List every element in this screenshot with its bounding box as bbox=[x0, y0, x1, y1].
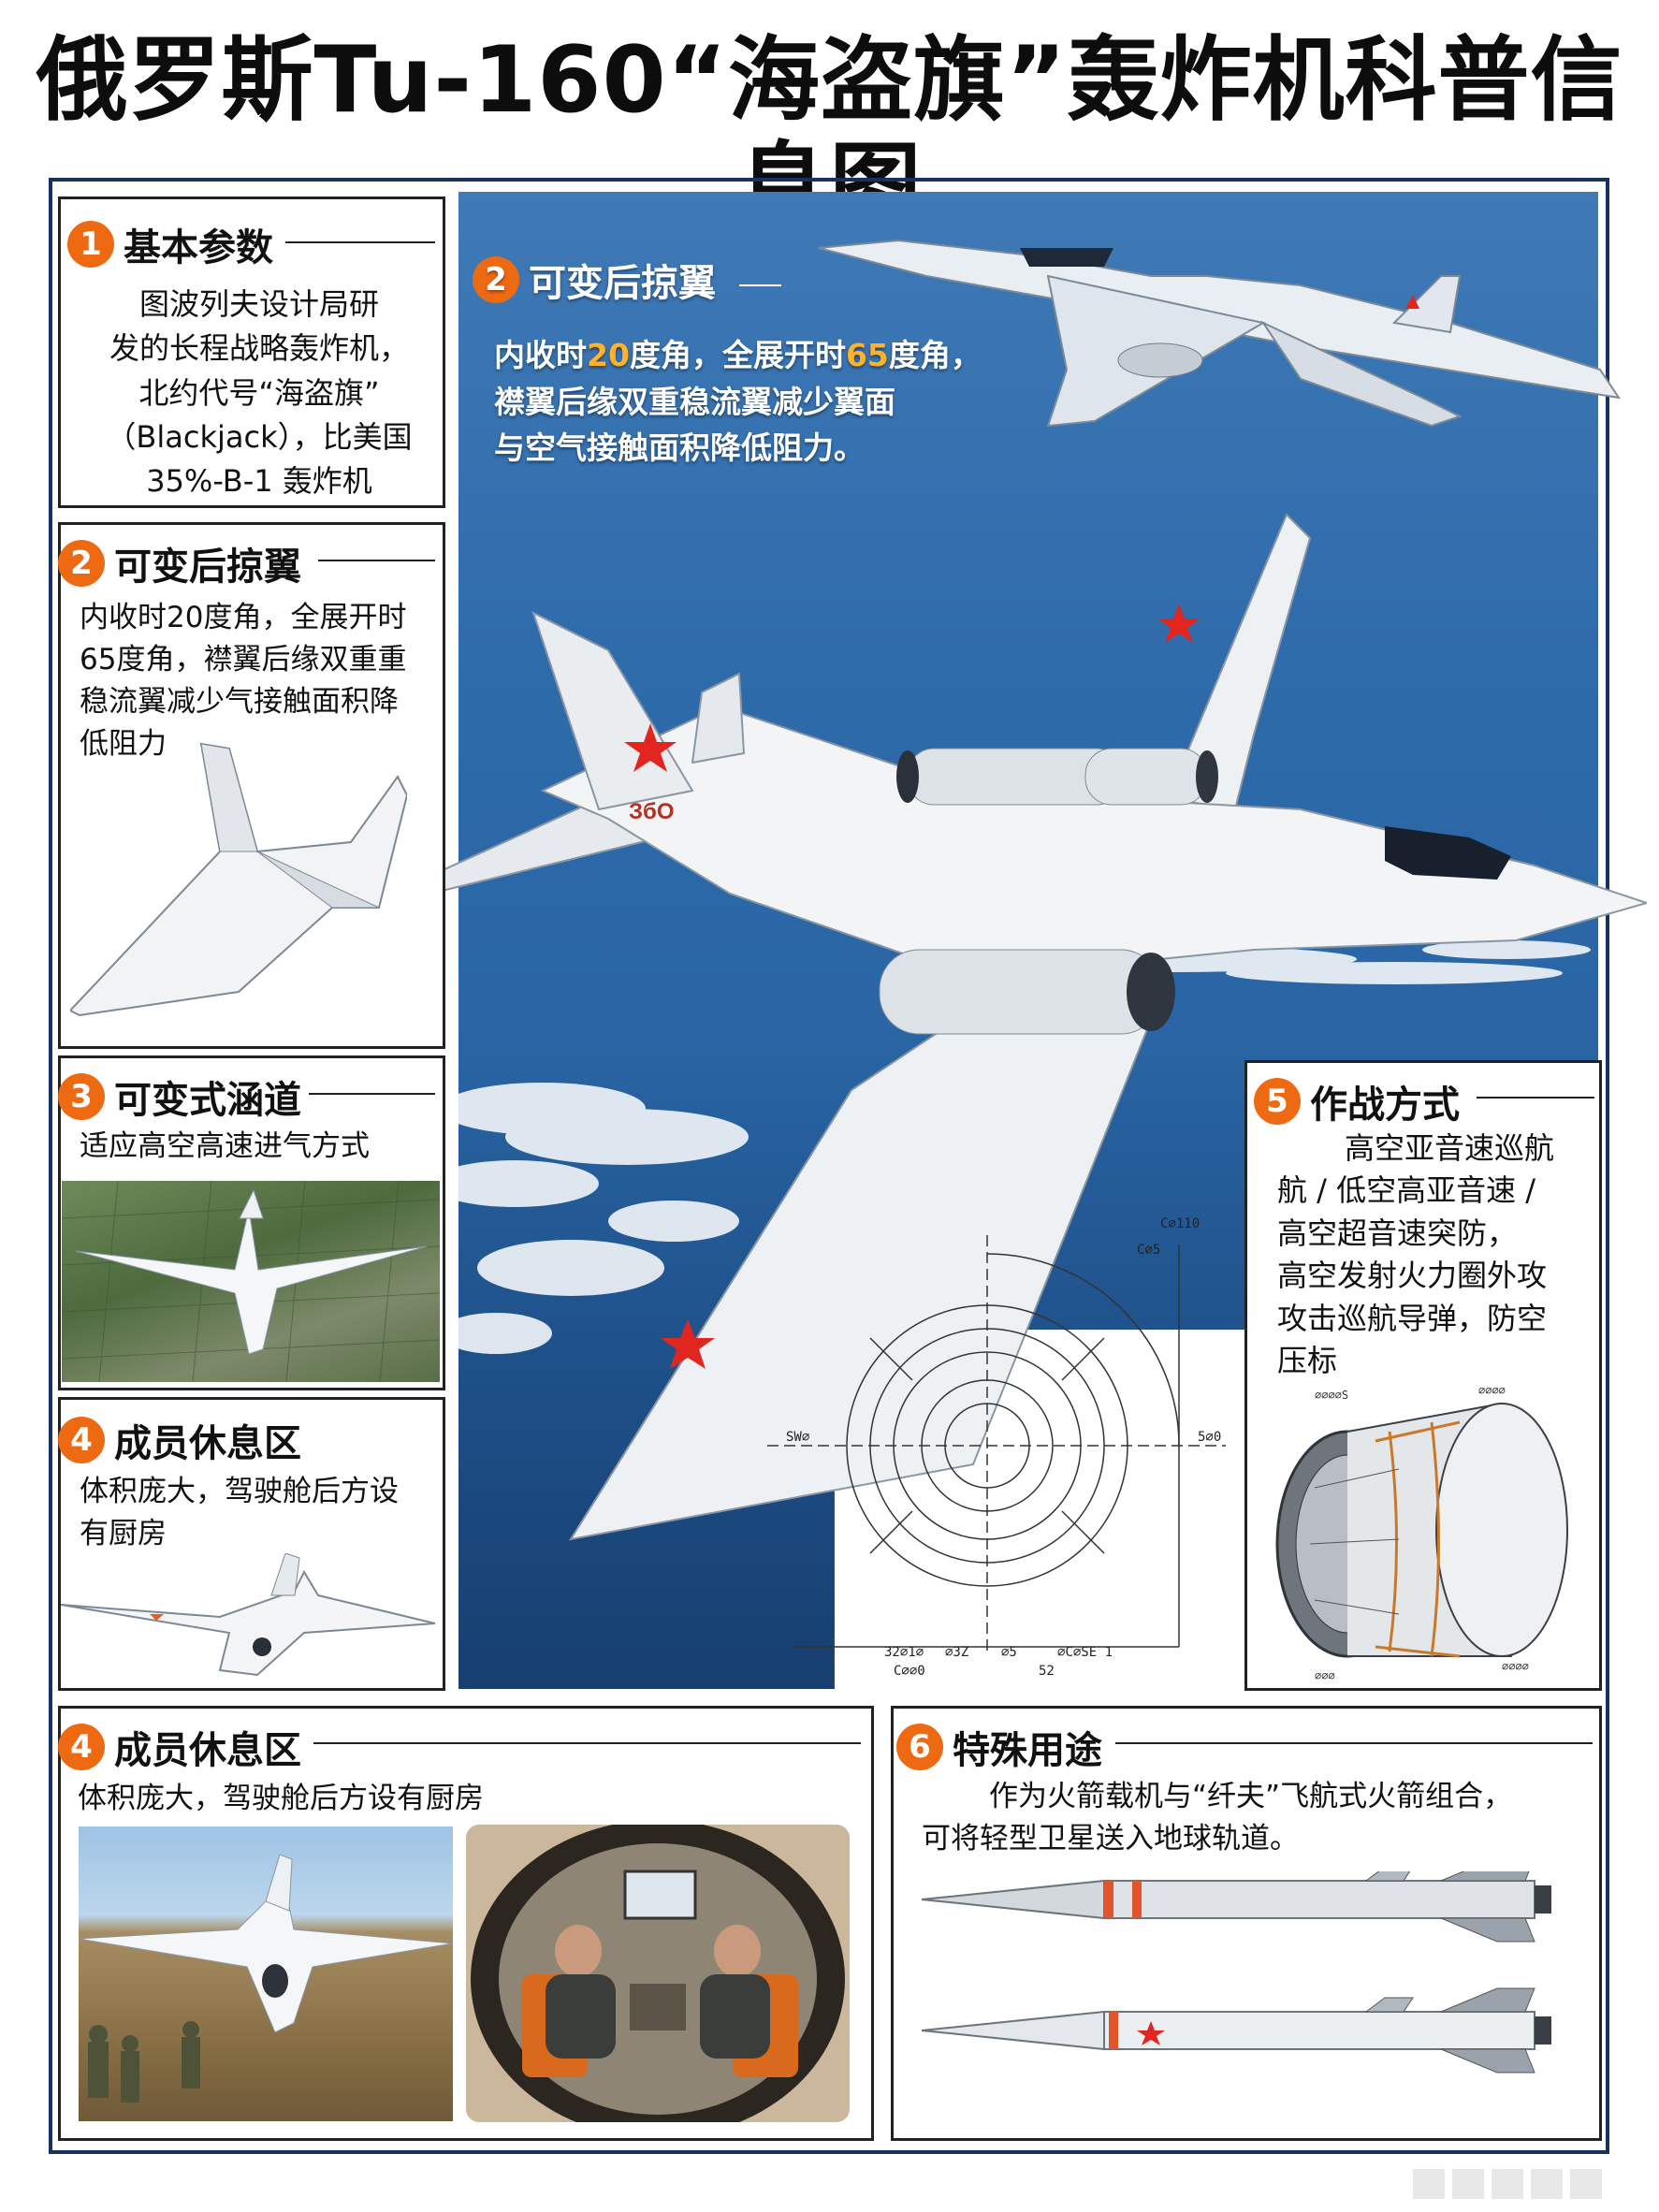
sky-wing-rule bbox=[739, 284, 781, 286]
sky-wing-line2: 襟翼后缘双重稳流翼减少翼面 bbox=[494, 383, 895, 420]
iso-label-4: ∅∅∅ bbox=[1315, 1669, 1335, 1682]
wing-text: 内收时20度角，全展开时 65度角，襟翼后缘双重重 稳流翼减少气接触面积降 低阻… bbox=[80, 597, 440, 765]
wing-line: 65度角，襟翼后缘双重重 bbox=[80, 642, 407, 677]
crew-small-aircraft bbox=[61, 1553, 436, 1677]
bp-label-bottom4: ∅C∅SE 1 bbox=[1057, 1645, 1113, 1660]
combat-line: 高空超音速突防， bbox=[1277, 1215, 1518, 1251]
special-heading: 特殊用途 bbox=[953, 1729, 1102, 1772]
panel-basic bbox=[58, 196, 445, 508]
basic-line: 北约代号“海盗旗” bbox=[138, 374, 380, 411]
crew-small-line: 体积庞大，驾驶舱后方设 bbox=[80, 1475, 399, 1508]
wing-line: 内收时20度角，全展开时 bbox=[80, 601, 407, 634]
aircraft-main: ЗбО bbox=[412, 513, 1647, 1541]
combat-line: 航 / 低空高亚音速 / bbox=[1277, 1172, 1536, 1209]
sky-wing-text: 内收时20度角，全展开时65度角， 襟翼后缘双重稳流翼减少翼面 与空气接触面积降… bbox=[494, 332, 982, 472]
bp-label-bottom3: ∅5 bbox=[1001, 1645, 1017, 1660]
duct-badge: 3 bbox=[58, 1073, 105, 1120]
engine-iso-drawing: ∅∅∅∅S ∅∅∅∅ ∅∅∅∅ ∅∅∅ bbox=[1275, 1385, 1568, 1682]
crew-small-badge: 4 bbox=[58, 1417, 105, 1463]
crew-photo-cabin bbox=[466, 1825, 850, 2122]
crew-big-badge: 4 bbox=[58, 1724, 105, 1770]
bp-label-bottom1: 32∅1∅ bbox=[884, 1645, 924, 1660]
sky-wing-badge: 2 bbox=[473, 256, 519, 303]
special-badge: 6 bbox=[896, 1724, 943, 1770]
watermark bbox=[1413, 2169, 1609, 2199]
basic-text: 图波列夫设计局研 发的长程战略轰炸机， 北约代号“海盗旗” （Blackjack… bbox=[86, 283, 432, 504]
duct-photo bbox=[62, 1181, 440, 1382]
sky-wing-line3: 与空气接触面积降低阻力。 bbox=[494, 429, 865, 466]
bp-label-left: SW∅ bbox=[786, 1430, 810, 1445]
bp-label-bottom6: 52 bbox=[1039, 1664, 1055, 1679]
iso-label-3: ∅∅∅∅ bbox=[1502, 1660, 1529, 1673]
wing-line: 低阻力 bbox=[80, 726, 167, 761]
iso-label-2: ∅∅∅∅ bbox=[1478, 1385, 1506, 1397]
tail-code: ЗбО bbox=[629, 799, 675, 824]
rockets-illustration bbox=[921, 1871, 1551, 2074]
basic-line: 发的长程战略轰炸机， bbox=[109, 330, 409, 367]
main-frame bbox=[49, 178, 1609, 2154]
basic-heading: 基本参数 bbox=[124, 226, 273, 269]
special-rule bbox=[1115, 1742, 1593, 1744]
crew-big-text: 体积庞大，驾驶舱后方设有厨房 bbox=[78, 1782, 484, 1815]
basic-badge: 1 bbox=[67, 221, 114, 268]
bp-label-top2: C∅5 bbox=[1137, 1243, 1160, 1258]
sky-wing-heading: 可变后掠翼 bbox=[529, 262, 716, 305]
wing-heading: 可变后掠翼 bbox=[114, 546, 301, 589]
aircraft-small-top bbox=[818, 239, 1622, 428]
bp-label-bottom5: C∅∅0 bbox=[894, 1664, 925, 1679]
combat-line: 压标 bbox=[1277, 1343, 1338, 1379]
special-line: 可将轻型卫星送入地球轨道。 bbox=[922, 1821, 1299, 1855]
crew-small-text: 体积庞大，驾驶舱后方设 有厨房 bbox=[80, 1471, 399, 1555]
crew-big-rule bbox=[313, 1742, 861, 1744]
combat-line: 高空亚音速巡航 bbox=[1345, 1130, 1555, 1166]
duct-rule bbox=[309, 1093, 435, 1095]
crew-small-line: 有厨房 bbox=[80, 1516, 167, 1550]
wing-line: 稳流翼减少气接触面积降 bbox=[80, 684, 399, 719]
blueprint-drawing: C∅110 C∅5 SW∅ 5∅0 32∅1∅ ∅3Z ∅5 ∅C∅SE 1 C… bbox=[767, 1216, 1226, 1679]
special-line: 作为火箭载机与“纤夫”飞航式火箭组合， bbox=[989, 1780, 1513, 1813]
basic-line: （Blackjack），比美国 bbox=[106, 419, 413, 456]
special-text: 作为火箭载机与“纤夫”飞航式火箭组合， 可将轻型卫星送入地球轨道。 bbox=[922, 1776, 1512, 1860]
rocket-top bbox=[921, 1871, 1551, 1943]
duct-text: 适应高空高速进气方式 bbox=[80, 1129, 370, 1163]
wing-rule bbox=[318, 560, 435, 561]
combat-line: 攻击巡航导弹，防空 bbox=[1277, 1300, 1548, 1336]
basic-rule bbox=[285, 241, 435, 243]
crew-photo-ground bbox=[79, 1826, 453, 2121]
sky-wing-line1: 内收时20度角，全展开时65度角， bbox=[494, 337, 982, 373]
bp-label-right: 5∅0 bbox=[1198, 1430, 1221, 1445]
basic-line: 图波列夫设计局研 bbox=[138, 286, 379, 322]
combat-heading: 作战方式 bbox=[1310, 1084, 1460, 1127]
bp-label-bottom2: ∅3Z bbox=[945, 1645, 968, 1660]
combat-text: 高空亚音速巡航 航 / 低空高亚音速 / 高空超音速突防， 高空发射火力圈外攻 … bbox=[1277, 1128, 1595, 1383]
combat-rule bbox=[1477, 1097, 1594, 1099]
combat-badge: 5 bbox=[1254, 1078, 1301, 1125]
rocket-bottom bbox=[921, 1987, 1551, 2074]
iso-label-1: ∅∅∅∅S bbox=[1315, 1389, 1348, 1402]
wing-illustration bbox=[70, 742, 407, 1017]
bp-label-top1: C∅110 bbox=[1160, 1216, 1200, 1231]
basic-line: 35%-B-1 轰炸机 bbox=[146, 463, 372, 500]
page-title: 俄罗斯Tu-160“海盗旗”轰炸机科普信息图 bbox=[36, 27, 1623, 240]
combat-line: 高空发射火力圈外攻 bbox=[1277, 1258, 1548, 1294]
wing-badge: 2 bbox=[58, 540, 105, 587]
crew-small-heading: 成员休息区 bbox=[114, 1422, 301, 1465]
crew-big-heading: 成员休息区 bbox=[114, 1729, 301, 1772]
duct-heading: 可变式涵道 bbox=[114, 1079, 301, 1122]
